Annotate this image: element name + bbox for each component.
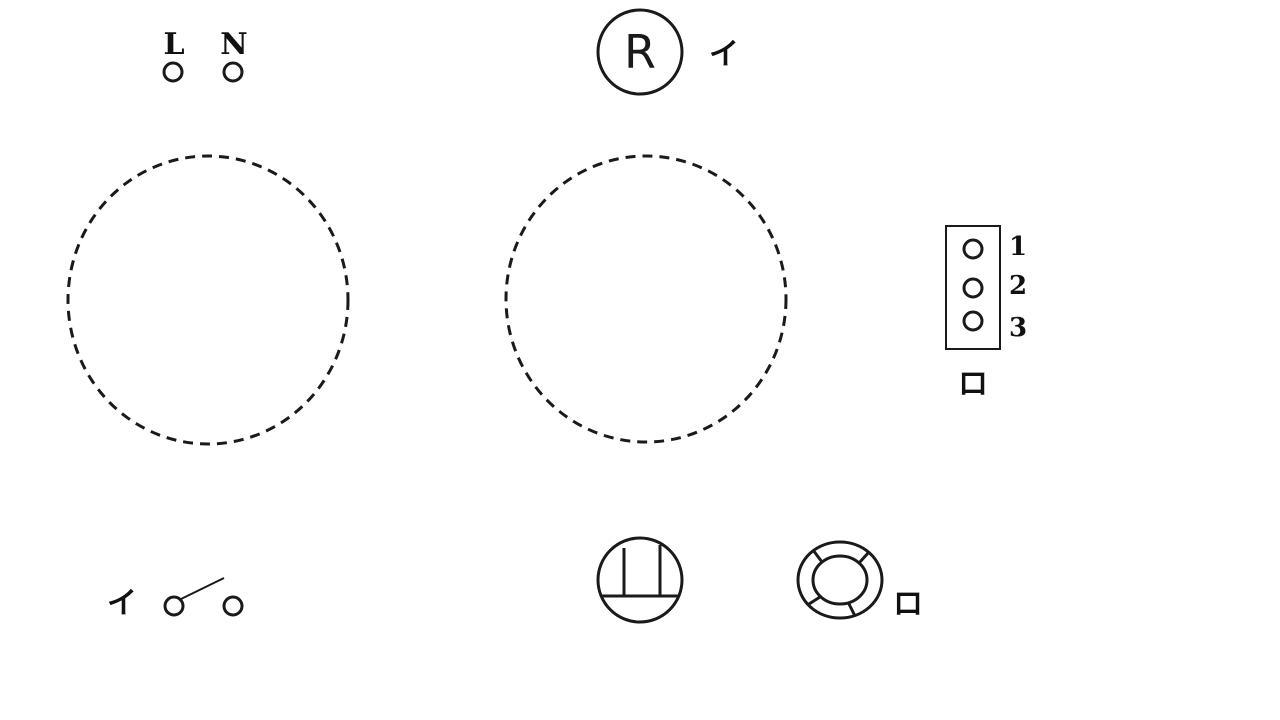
connector-pin-label-1: 1	[1009, 232, 1027, 262]
lamp-symbol: ロ	[796, 540, 923, 622]
terminal-n	[222, 61, 244, 83]
resistor-symbol: R イ	[596, 8, 739, 96]
connector-frame	[945, 225, 1001, 350]
lamp-inner-ring	[811, 554, 869, 606]
lamp-spoke-2	[857, 550, 871, 565]
switch-tag: イ	[107, 586, 137, 621]
resistor-tag: イ	[709, 37, 739, 72]
switch-terminal-a	[163, 595, 185, 617]
lamp-spoke-4	[846, 601, 857, 617]
connector-pin-label-2: 2	[1009, 271, 1027, 301]
lamp-outer-ring	[796, 540, 884, 620]
lamp-spoke-1	[811, 549, 824, 563]
junction-box-right	[504, 154, 788, 444]
power-terminals: L N	[162, 27, 248, 83]
terminal-n-label: N	[220, 27, 247, 62]
connector-block: 1 2 3 ロ	[945, 225, 1027, 402]
switch-terminal-b	[222, 595, 244, 617]
switch-lever	[180, 577, 225, 600]
connector-pin-1	[962, 238, 984, 260]
switch-symbol: イ	[107, 577, 244, 621]
lamp-spoke-3	[808, 595, 821, 606]
resistor-circle	[596, 8, 684, 96]
connector-tag: ロ	[958, 367, 988, 402]
connector-pin-3	[962, 310, 984, 332]
junction-box-left	[66, 154, 350, 446]
outlet-circle	[596, 536, 684, 624]
terminal-l	[162, 61, 184, 83]
lamp-tag: ロ	[893, 587, 923, 622]
terminal-l-label: L	[163, 27, 184, 62]
connector-pin-2	[962, 277, 984, 299]
outlet-symbol	[596, 536, 684, 624]
connector-pin-label-3: 3	[1009, 313, 1027, 343]
resistor-label: R	[624, 25, 656, 79]
